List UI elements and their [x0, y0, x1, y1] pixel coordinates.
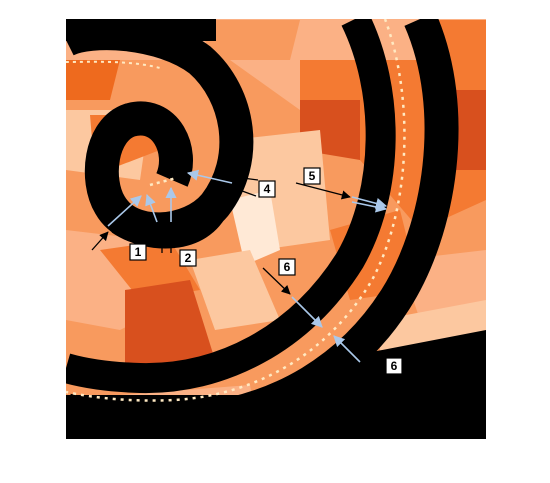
arrows-black [91, 173, 386, 389]
marker-label-6a: 6 [278, 258, 296, 276]
svg-text:6: 6 [391, 359, 398, 373]
marker-label-6b: 6 [385, 357, 403, 375]
gap-line-outer [66, 19, 406, 402]
svg-text:6: 6 [284, 260, 291, 274]
arrows-light [107, 169, 388, 363]
svg-text:5: 5 [309, 169, 316, 183]
marker-label-1: 1 [129, 243, 147, 261]
marker-label-5: 5 [303, 167, 321, 185]
image-panel [66, 19, 486, 439]
marker-label-2: 2 [179, 249, 197, 267]
svg-text:2: 2 [185, 251, 192, 265]
spiral-band-middle [66, 19, 396, 394]
svg-text:4: 4 [264, 182, 271, 196]
marker-label-4: 4 [258, 180, 276, 198]
svg-text:1: 1 [135, 245, 142, 259]
gap-line-inner [149, 176, 177, 187]
